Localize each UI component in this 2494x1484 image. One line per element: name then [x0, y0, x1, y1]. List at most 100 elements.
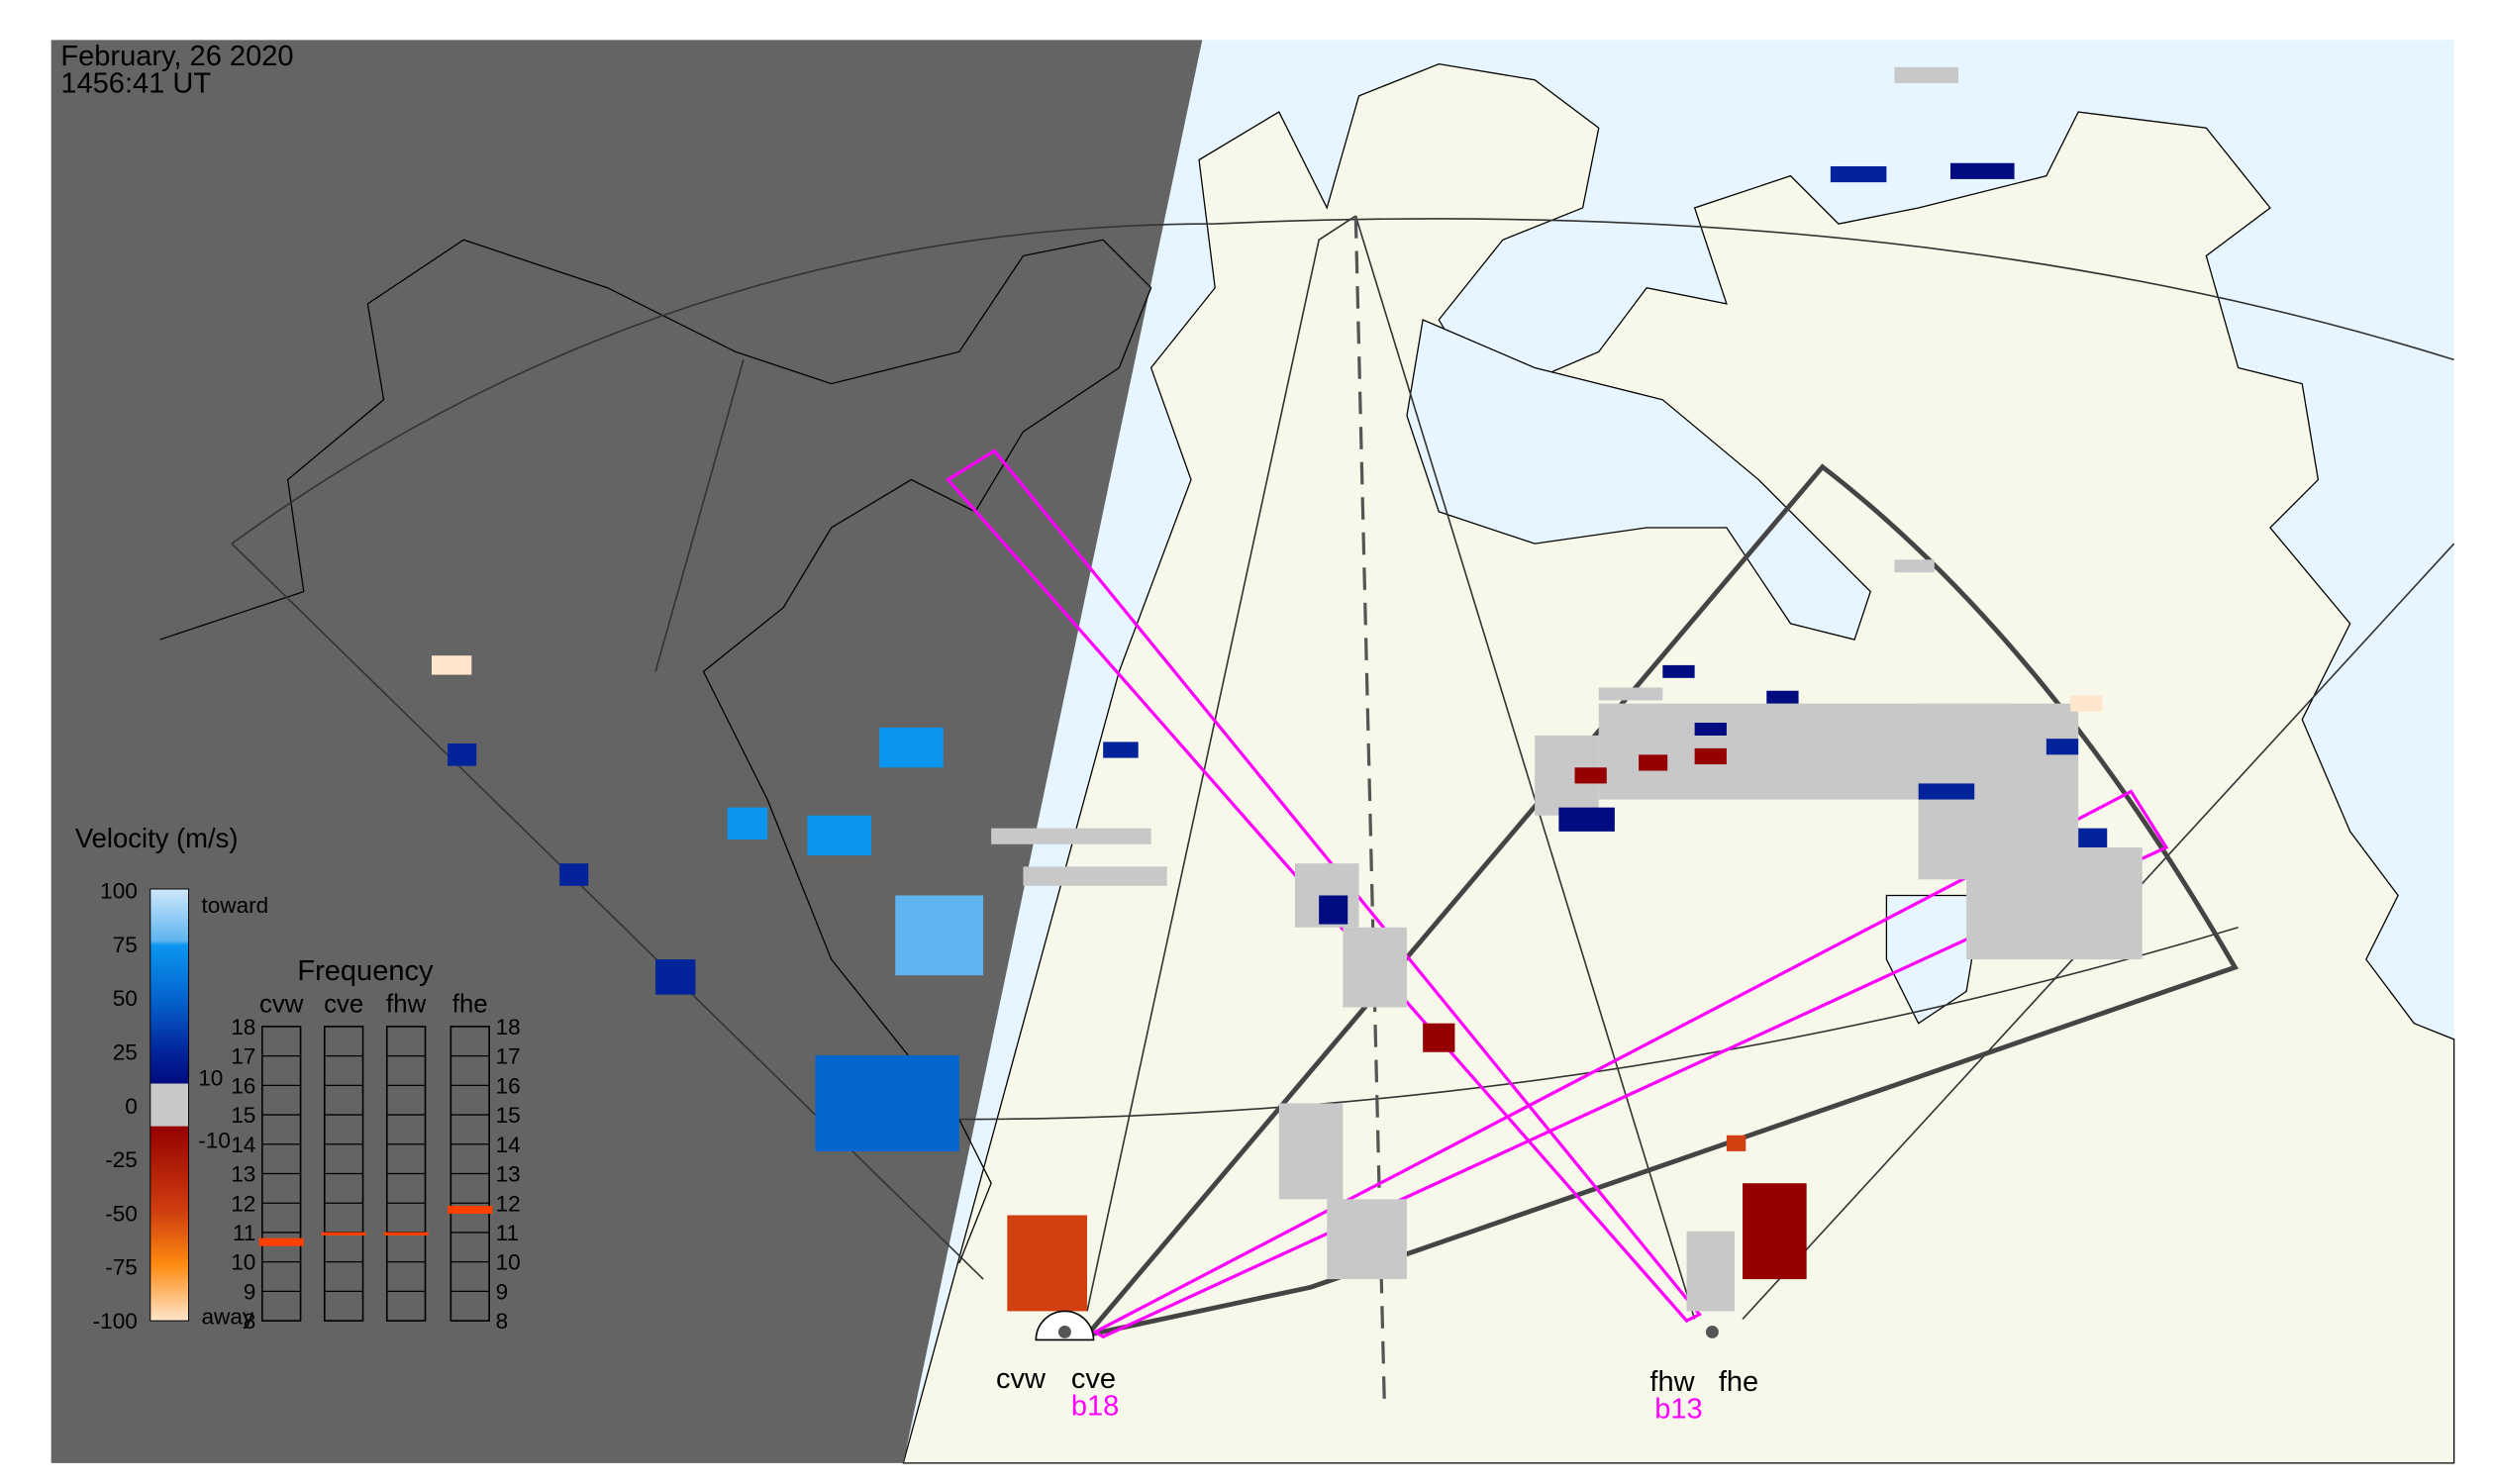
radar-site-fh-dot [1705, 1325, 1719, 1338]
freq-col-label-fhw: fhw [386, 990, 427, 1018]
date-label: February, 26 2020 [60, 41, 293, 72]
scatter-cell [2045, 739, 2079, 755]
fov-beams-lines [654, 215, 1696, 1320]
freq-tick-right: 13 [496, 1162, 521, 1187]
scatter-cell [1558, 807, 1615, 832]
freq-tick-right: 14 [496, 1133, 521, 1157]
scatter-cell [2070, 695, 2103, 712]
scatter-cell [431, 655, 472, 675]
scatter-cell [1319, 895, 1348, 925]
scatter-cell [1278, 1103, 1344, 1200]
scatter-cell [448, 743, 477, 766]
scatter-cell [727, 807, 768, 840]
freq-tick-left: 13 [231, 1162, 255, 1187]
scatter-cell [807, 815, 872, 856]
velocity-tick: -100 [93, 1309, 138, 1334]
time-label: 1456:41 UT [60, 68, 211, 100]
velocity-ticks: 100 75 50 25 0 -25 -50 -75 -100 [93, 879, 138, 1334]
velocity-legend-title: Velocity (m/s) [75, 823, 239, 853]
fov-arc-outer [231, 218, 2454, 544]
scatter-cell [1423, 1023, 1455, 1052]
scatter-cell [1598, 687, 1663, 701]
scatter-cell [1662, 664, 1695, 678]
freq-tick-right: 15 [496, 1103, 521, 1128]
freq-tick-left: 14 [231, 1133, 255, 1157]
bay-water [1406, 319, 1871, 641]
scatter-cell [1949, 162, 2015, 179]
velocity-tick: 75 [113, 933, 138, 957]
scatter-cells [431, 66, 2143, 1312]
tick-10: 10 [198, 1066, 223, 1091]
velocity-tick: 100 [100, 879, 138, 904]
freq-tick-right: 10 [496, 1250, 521, 1275]
freq-tick-right: 8 [496, 1309, 509, 1334]
label-cvw: cvw [996, 1363, 1047, 1395]
freq-col-label-cvw: cvw [259, 990, 304, 1018]
scatter-cell [895, 895, 984, 976]
scatter-cell [991, 828, 1151, 844]
scatter-cell [1694, 747, 1727, 765]
label-b13: b13 [1654, 1394, 1702, 1426]
fov-edge-west [231, 543, 984, 1280]
velocity-tick: 0 [125, 1094, 138, 1119]
label-b18: b18 [1071, 1390, 1119, 1422]
freq-tick-left: 11 [233, 1221, 255, 1245]
label-cve: cve [1071, 1363, 1116, 1395]
label-fhw: fhw [1649, 1366, 1695, 1398]
scatter-cell [1830, 165, 1887, 183]
radar-site-cv-dot [1057, 1325, 1071, 1338]
scatter-cell [1023, 866, 1167, 886]
away-label: away [201, 1304, 253, 1329]
freq-marker-fhe [448, 1205, 493, 1215]
scatter-cell [1103, 742, 1139, 758]
scatter-cell [1007, 1215, 1088, 1312]
freq-tick-left: 15 [231, 1103, 255, 1128]
fov-arc-inner [958, 927, 2239, 1121]
velocity-colorbar [150, 888, 190, 1322]
freq-marker-cvw [258, 1237, 304, 1246]
freq-tick-left: 9 [244, 1279, 256, 1304]
scatter-cell [2078, 828, 2108, 848]
velocity-tick: 25 [113, 1040, 138, 1065]
frequency-title: Frequency [297, 955, 434, 987]
freq-marker-fhw [383, 1232, 429, 1236]
scatter-cell [1894, 559, 1935, 573]
freq-tick-right: 16 [496, 1073, 521, 1098]
freq-tick-left: 12 [231, 1191, 255, 1216]
velocity-tick: -25 [105, 1147, 138, 1172]
scatter-cell [815, 1054, 959, 1151]
tick-minus10: -10 [198, 1129, 231, 1153]
toward-label: toward [201, 893, 268, 918]
scatter-cell [559, 863, 589, 886]
scatter-cell [1694, 723, 1727, 736]
freq-tick-right: 17 [496, 1044, 521, 1069]
freq-tick-right: 12 [496, 1191, 521, 1216]
scatter-cell [1743, 1183, 1807, 1280]
alaska-coastline [159, 239, 1152, 1264]
freq-tick-left: 18 [231, 1015, 255, 1039]
freq-tick-left: 17 [231, 1044, 255, 1069]
freq-tick-right: 18 [496, 1015, 521, 1039]
freq-tick-right: 11 [496, 1221, 519, 1245]
scatter-cell [1574, 767, 1607, 784]
scatter-cell [1686, 1231, 1735, 1312]
freq-col-label-fhe: fhe [452, 990, 488, 1018]
freq-col-label-cve: cve [324, 990, 363, 1018]
scatter-cell [1894, 66, 1959, 83]
scatter-cell [879, 727, 944, 768]
velocity-tick: -75 [105, 1255, 138, 1280]
scatter-cell [1639, 754, 1668, 771]
freq-tick-left: 10 [231, 1250, 255, 1275]
velocity-tick: -50 [105, 1201, 138, 1226]
beam-b18 [1091, 789, 2169, 1339]
freq-marker-cve [321, 1232, 366, 1236]
velocity-tick: 50 [113, 986, 138, 1011]
freq-tick-right: 9 [496, 1279, 509, 1304]
scatter-cell [1966, 847, 2143, 960]
scatter-cell [1726, 1135, 1746, 1151]
scatter-cell [655, 959, 696, 995]
scatter-cell [1918, 783, 1975, 800]
